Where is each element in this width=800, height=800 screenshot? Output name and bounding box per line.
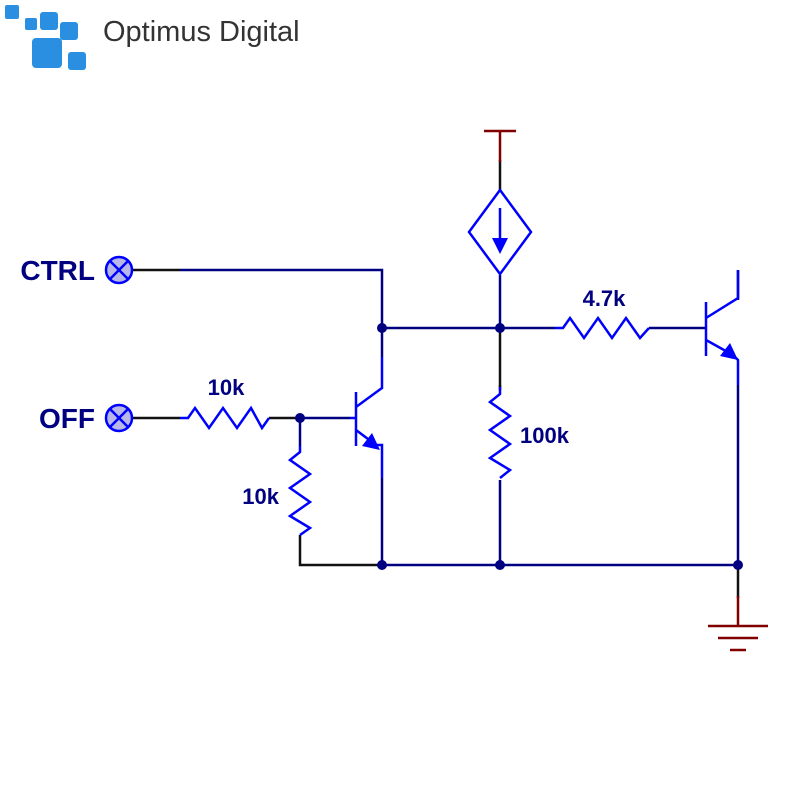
brand-logo-icon [5, 5, 86, 70]
supply-rail-icon [484, 129, 516, 162]
brand-name: Optimus Digital [103, 16, 300, 48]
resistor-off-series-value: 10k [208, 375, 245, 400]
junction-dots [295, 323, 743, 570]
resistor-bias-value: 100k [520, 423, 570, 448]
ctrl-terminal-icon [104, 255, 134, 285]
resistor-off-series [180, 405, 271, 431]
ctrl-label: CTRL [20, 255, 95, 286]
off-label: OFF [39, 403, 95, 434]
current-source [467, 187, 533, 277]
off-terminal-icon [104, 403, 134, 433]
resistor-base [555, 315, 650, 341]
wires [180, 268, 740, 567]
resistor-bias [487, 387, 513, 479]
resistor-off-pulldown-value: 10k [242, 484, 279, 509]
transistor-q2 [704, 270, 740, 385]
transistor-q1 [350, 357, 384, 478]
resistor-off-pulldown [287, 446, 313, 537]
ground-icon [708, 596, 768, 652]
resistor-base-value: 4.7k [583, 286, 627, 311]
